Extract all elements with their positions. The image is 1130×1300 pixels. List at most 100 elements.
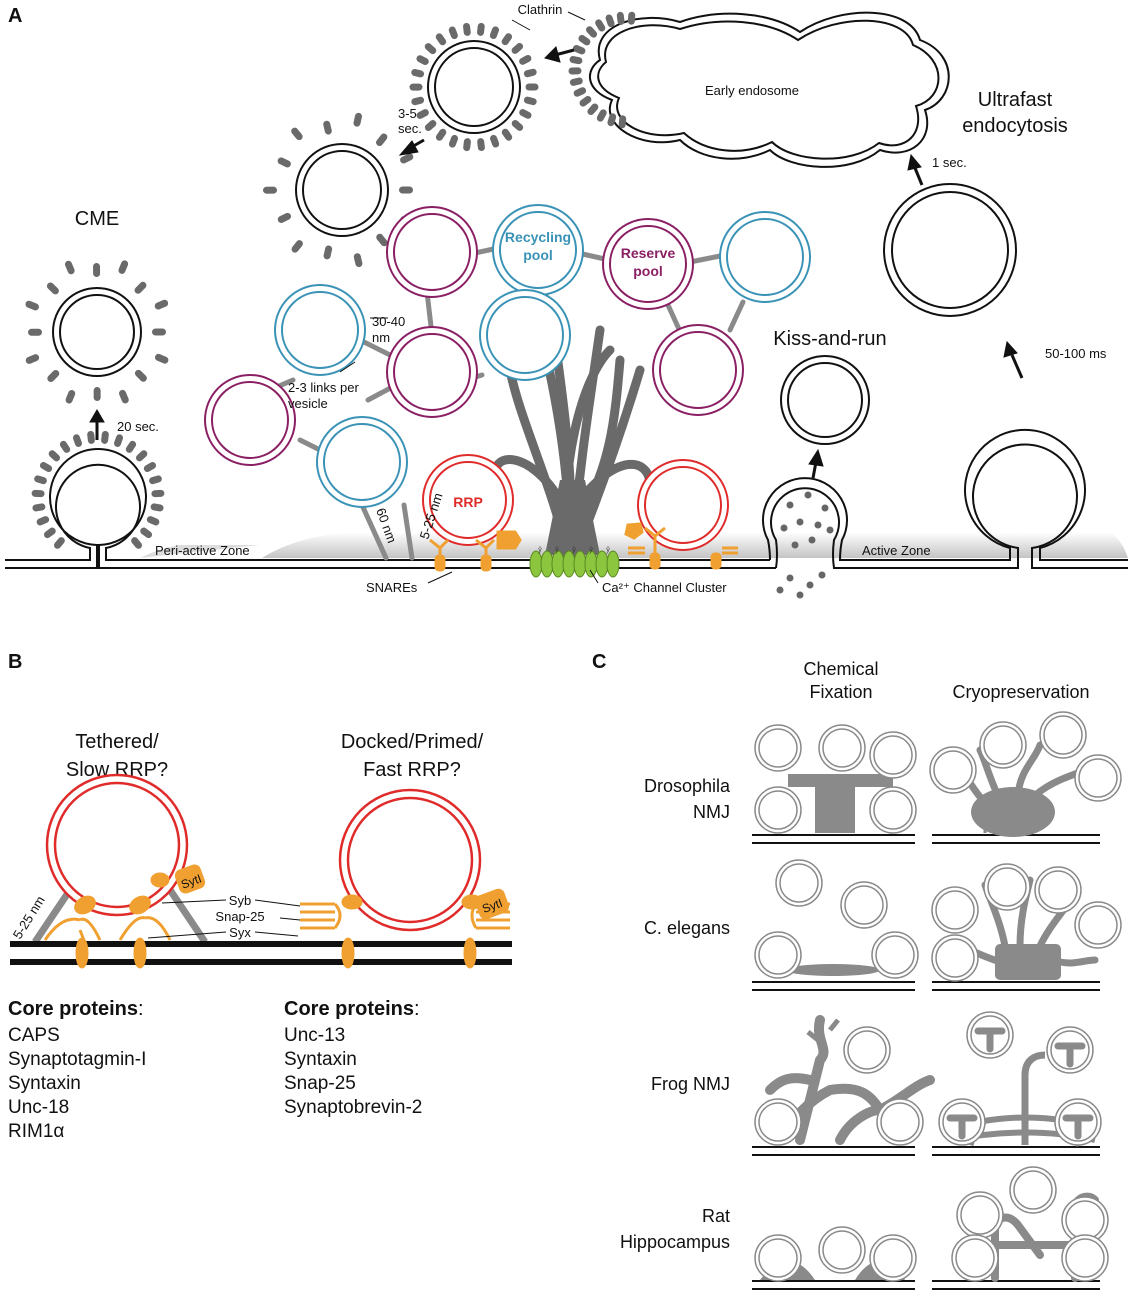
early-endosome-label: Early endosome bbox=[705, 83, 799, 98]
vesicle-inner bbox=[880, 1102, 920, 1142]
arrows bbox=[89, 46, 1024, 479]
pool-vesicle bbox=[204, 374, 296, 466]
vesicle-inner bbox=[942, 1102, 982, 1142]
clathrin-unit bbox=[25, 300, 39, 311]
core-proteins-heading-right: Core proteins: bbox=[284, 998, 420, 1020]
protein-item: Unc-18 bbox=[8, 1097, 69, 1118]
clathrin-unit bbox=[595, 19, 606, 32]
clathrin-unit bbox=[607, 113, 617, 127]
uncoating-vesicle bbox=[295, 143, 389, 237]
vesicle-inner bbox=[1043, 715, 1083, 755]
col-chemical-line1: Chemical bbox=[803, 659, 878, 679]
row-celegans: C. elegans bbox=[644, 918, 730, 938]
vesicle bbox=[754, 1234, 802, 1282]
vesicle-inner bbox=[955, 1238, 995, 1278]
clathrin-unit bbox=[32, 503, 46, 512]
ca-ion: ŷ bbox=[538, 547, 542, 554]
docked-label-line2: Fast RRP? bbox=[363, 759, 461, 781]
clathrin-unit bbox=[323, 120, 332, 135]
clathrin-unit bbox=[119, 389, 129, 404]
time-3-5-line1: 3-5 bbox=[398, 106, 417, 121]
kiss-and-run-pore bbox=[762, 428, 1128, 561]
syt-label-right: SytI bbox=[480, 896, 504, 916]
row-drosophila-line1: Drosophila bbox=[644, 776, 731, 796]
pool-vesicle-inner bbox=[726, 218, 804, 296]
clathrin-unit bbox=[572, 45, 586, 55]
clathrin-unit bbox=[511, 119, 524, 131]
clathrin-unit bbox=[154, 299, 169, 310]
ca-ion: ŷ bbox=[606, 547, 610, 554]
clathrin-unit bbox=[511, 42, 524, 54]
clathrin-unit bbox=[39, 462, 53, 472]
clathrin-unit bbox=[46, 282, 59, 295]
clathrin-unit bbox=[587, 103, 599, 116]
vesicle bbox=[1034, 866, 1082, 914]
rrp-vesicle-left bbox=[422, 454, 514, 546]
cme-zone-shading bbox=[140, 545, 260, 558]
clathrin-unit bbox=[323, 245, 333, 260]
clathrin-unit bbox=[87, 430, 95, 444]
rrp-label: RRP bbox=[453, 494, 483, 510]
ca-channel bbox=[529, 550, 543, 578]
ca-channel bbox=[540, 550, 554, 578]
dense-projection-base bbox=[545, 480, 600, 555]
tethered-label-line2: Slow RRP? bbox=[66, 759, 168, 781]
reserve-pool-label-line2: pool bbox=[633, 263, 663, 279]
panel-b: B Tethered/ Slow RRP? Docked/Primed/ Fas… bbox=[8, 651, 512, 1142]
clathrin-unit bbox=[54, 537, 65, 549]
vesicle-inner bbox=[1078, 905, 1118, 945]
protein-item: Synaptotagmin-I bbox=[8, 1049, 146, 1070]
clathrin-unit bbox=[113, 434, 124, 447]
panel-a-letter: A bbox=[8, 5, 22, 27]
clathrin-unit bbox=[435, 128, 447, 141]
pool-vesicle bbox=[479, 289, 571, 381]
pool-vesicle bbox=[652, 324, 744, 416]
clathrin-unit bbox=[569, 56, 583, 65]
pool-vesicle bbox=[316, 416, 408, 508]
clathrin-unit bbox=[34, 475, 47, 485]
clathrin-unit bbox=[131, 537, 142, 549]
clathrin-unit bbox=[151, 489, 165, 498]
col-chemical-line2: Fixation bbox=[809, 682, 872, 702]
pool-vesicle-inner bbox=[486, 296, 564, 374]
panel-c-letter: C bbox=[592, 651, 606, 673]
clathrin-unit bbox=[463, 22, 471, 36]
clathrin-unit bbox=[585, 26, 598, 38]
ca-channel bbox=[562, 550, 576, 578]
row-frog: Frog NMJ bbox=[651, 1074, 730, 1094]
active-zone-label: Active Zone bbox=[862, 543, 931, 558]
clathrin-unit bbox=[31, 489, 45, 498]
vesicle bbox=[754, 724, 802, 772]
clathrin-unit bbox=[376, 233, 388, 247]
vesicle bbox=[1074, 754, 1122, 802]
pool-vesicle bbox=[274, 284, 366, 376]
vesicle-inner bbox=[822, 1230, 862, 1270]
protein-item: Snap-25 bbox=[284, 1073, 356, 1094]
vesicle-inner bbox=[779, 863, 819, 903]
kiss-and-run-label: Kiss-and-run bbox=[773, 328, 886, 350]
pool-vesicle-inner bbox=[211, 381, 289, 459]
vesicle bbox=[840, 881, 888, 929]
docked-label-line1: Docked/Primed/ bbox=[341, 731, 484, 753]
vesicle-inner bbox=[758, 1238, 798, 1278]
vesicle-inner bbox=[1078, 758, 1118, 798]
clathrin-unit bbox=[578, 34, 591, 46]
clathrin-unit bbox=[150, 503, 164, 512]
clathrin-fragments-uncoating bbox=[263, 112, 414, 268]
clathrin-unit bbox=[36, 516, 50, 526]
vesicle bbox=[1009, 1166, 1057, 1214]
clathrin-unit bbox=[376, 133, 388, 147]
clathrin-unit bbox=[140, 527, 153, 539]
peri-active-zone-label: Peri-active Zone bbox=[155, 543, 250, 558]
vesicle bbox=[1039, 711, 1087, 759]
ca-ion: ŷ bbox=[555, 547, 559, 554]
vesicle bbox=[951, 1234, 999, 1282]
vesicle bbox=[818, 724, 866, 772]
vesicle bbox=[754, 1098, 802, 1146]
vesicle-inner bbox=[935, 938, 975, 978]
clathrin-unit bbox=[463, 138, 471, 152]
